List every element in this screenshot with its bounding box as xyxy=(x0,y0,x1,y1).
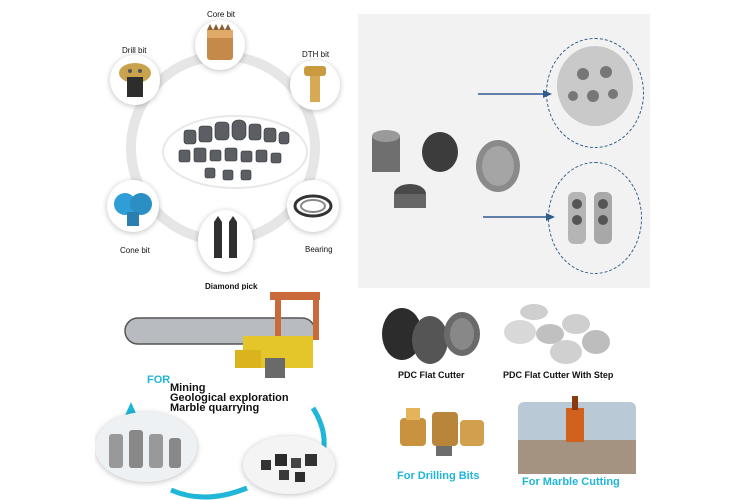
for-drilling-bits-caption: For Drilling Bits xyxy=(397,470,480,482)
applications-panel: FOR Mining Geological exploration Marble… xyxy=(95,290,353,500)
for-label: FOR xyxy=(147,374,171,386)
core-bit-icon xyxy=(207,24,233,60)
cone-bit-label: Cone bit xyxy=(120,246,150,255)
pdc-products-icon xyxy=(382,304,636,474)
uses-list: Mining Geological exploration Marble qua… xyxy=(170,382,289,414)
carbide-inserts-icon xyxy=(178,119,290,181)
tool-bits-icon xyxy=(109,430,181,468)
use-marble-quarrying: Marble quarrying xyxy=(170,402,260,414)
bearing-icon xyxy=(293,194,333,218)
marble-cutting-icon xyxy=(518,396,636,474)
drilling-bits-icon xyxy=(400,408,484,456)
cone-bit-circle xyxy=(107,180,159,232)
cutter-inserts-circle xyxy=(95,412,197,482)
products-hub-panel: Core bit Drill bit DTH bit Cone bit Diam… xyxy=(95,0,350,290)
carbide-pile-circle xyxy=(243,436,335,494)
dth-bit-circle xyxy=(290,60,340,110)
bearing-label: Bearing xyxy=(305,245,333,254)
bearing-circle xyxy=(287,180,339,232)
use-mining: Mining xyxy=(170,382,206,394)
core-bit-circle xyxy=(195,20,245,70)
use-geological-exploration: Geological exploration xyxy=(170,392,289,404)
pdc-bit-face-callout xyxy=(546,38,644,148)
drill-bit-icon xyxy=(119,63,151,97)
core-bit-label: Core bit xyxy=(207,10,236,19)
pdc-flat-cutter-step-caption: PDC Flat Cutter With Step xyxy=(503,370,614,380)
cone-bit-icon xyxy=(114,193,152,226)
pdc-bit-blades-callout xyxy=(548,162,642,274)
dth-bit-icon xyxy=(304,66,326,102)
diamond-pick-circle xyxy=(198,210,253,272)
diamond-pick-icon xyxy=(214,216,237,258)
for-marble-cutting-caption: For Marble Cutting xyxy=(522,476,620,488)
carbide-pile-icon xyxy=(261,454,317,482)
dth-bit-label: DTH bit xyxy=(302,50,330,59)
diamond-pick-label: Diamond pick xyxy=(205,282,258,290)
pdc-closeup-panel xyxy=(358,14,650,288)
drill-bit-label: Drill bit xyxy=(122,46,147,55)
drill-bit-circle xyxy=(110,55,160,105)
pdc-flat-cutter-caption: PDC Flat Cutter xyxy=(398,370,465,380)
pdc-products-panel: PDC Flat Cutter PDC Flat Cutter With Ste… xyxy=(370,290,650,500)
